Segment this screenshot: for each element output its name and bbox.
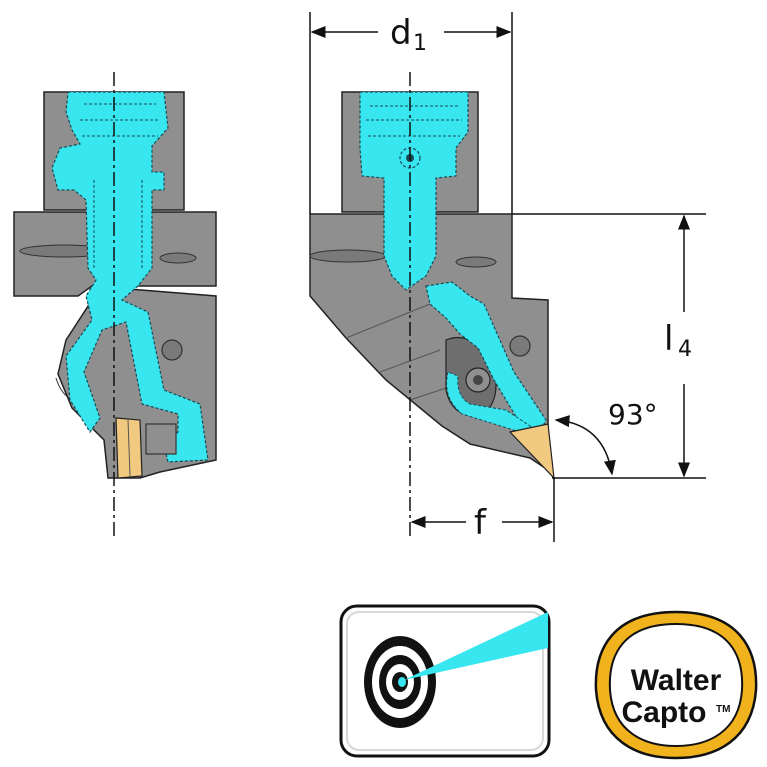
front-view: [309, 72, 555, 540]
d1-label-main: d: [390, 13, 412, 53]
coolant-target-icon: [339, 604, 551, 758]
angle-label: 93°: [608, 398, 658, 431]
logo-line1: Walter: [631, 664, 722, 697]
l4-label-sub: 4: [678, 337, 692, 362]
front-coolant-channel: [359, 91, 469, 291]
side-view: [13, 72, 217, 540]
dimension-lines: [309, 12, 706, 542]
f-label: f: [474, 503, 487, 543]
logo-tm: TM: [716, 704, 730, 715]
l4-label-main: l: [664, 319, 673, 359]
front-insert: [508, 423, 555, 480]
front-coolant-branch: [425, 281, 547, 433]
dimension-labels: d 1 l 4 f 93°: [390, 13, 692, 543]
side-coolant-channel: [51, 91, 209, 463]
logo-line2: Capto: [622, 696, 707, 729]
walter-capto-logo: Walter Capto TM: [594, 610, 758, 760]
d1-label-sub: 1: [413, 31, 427, 56]
